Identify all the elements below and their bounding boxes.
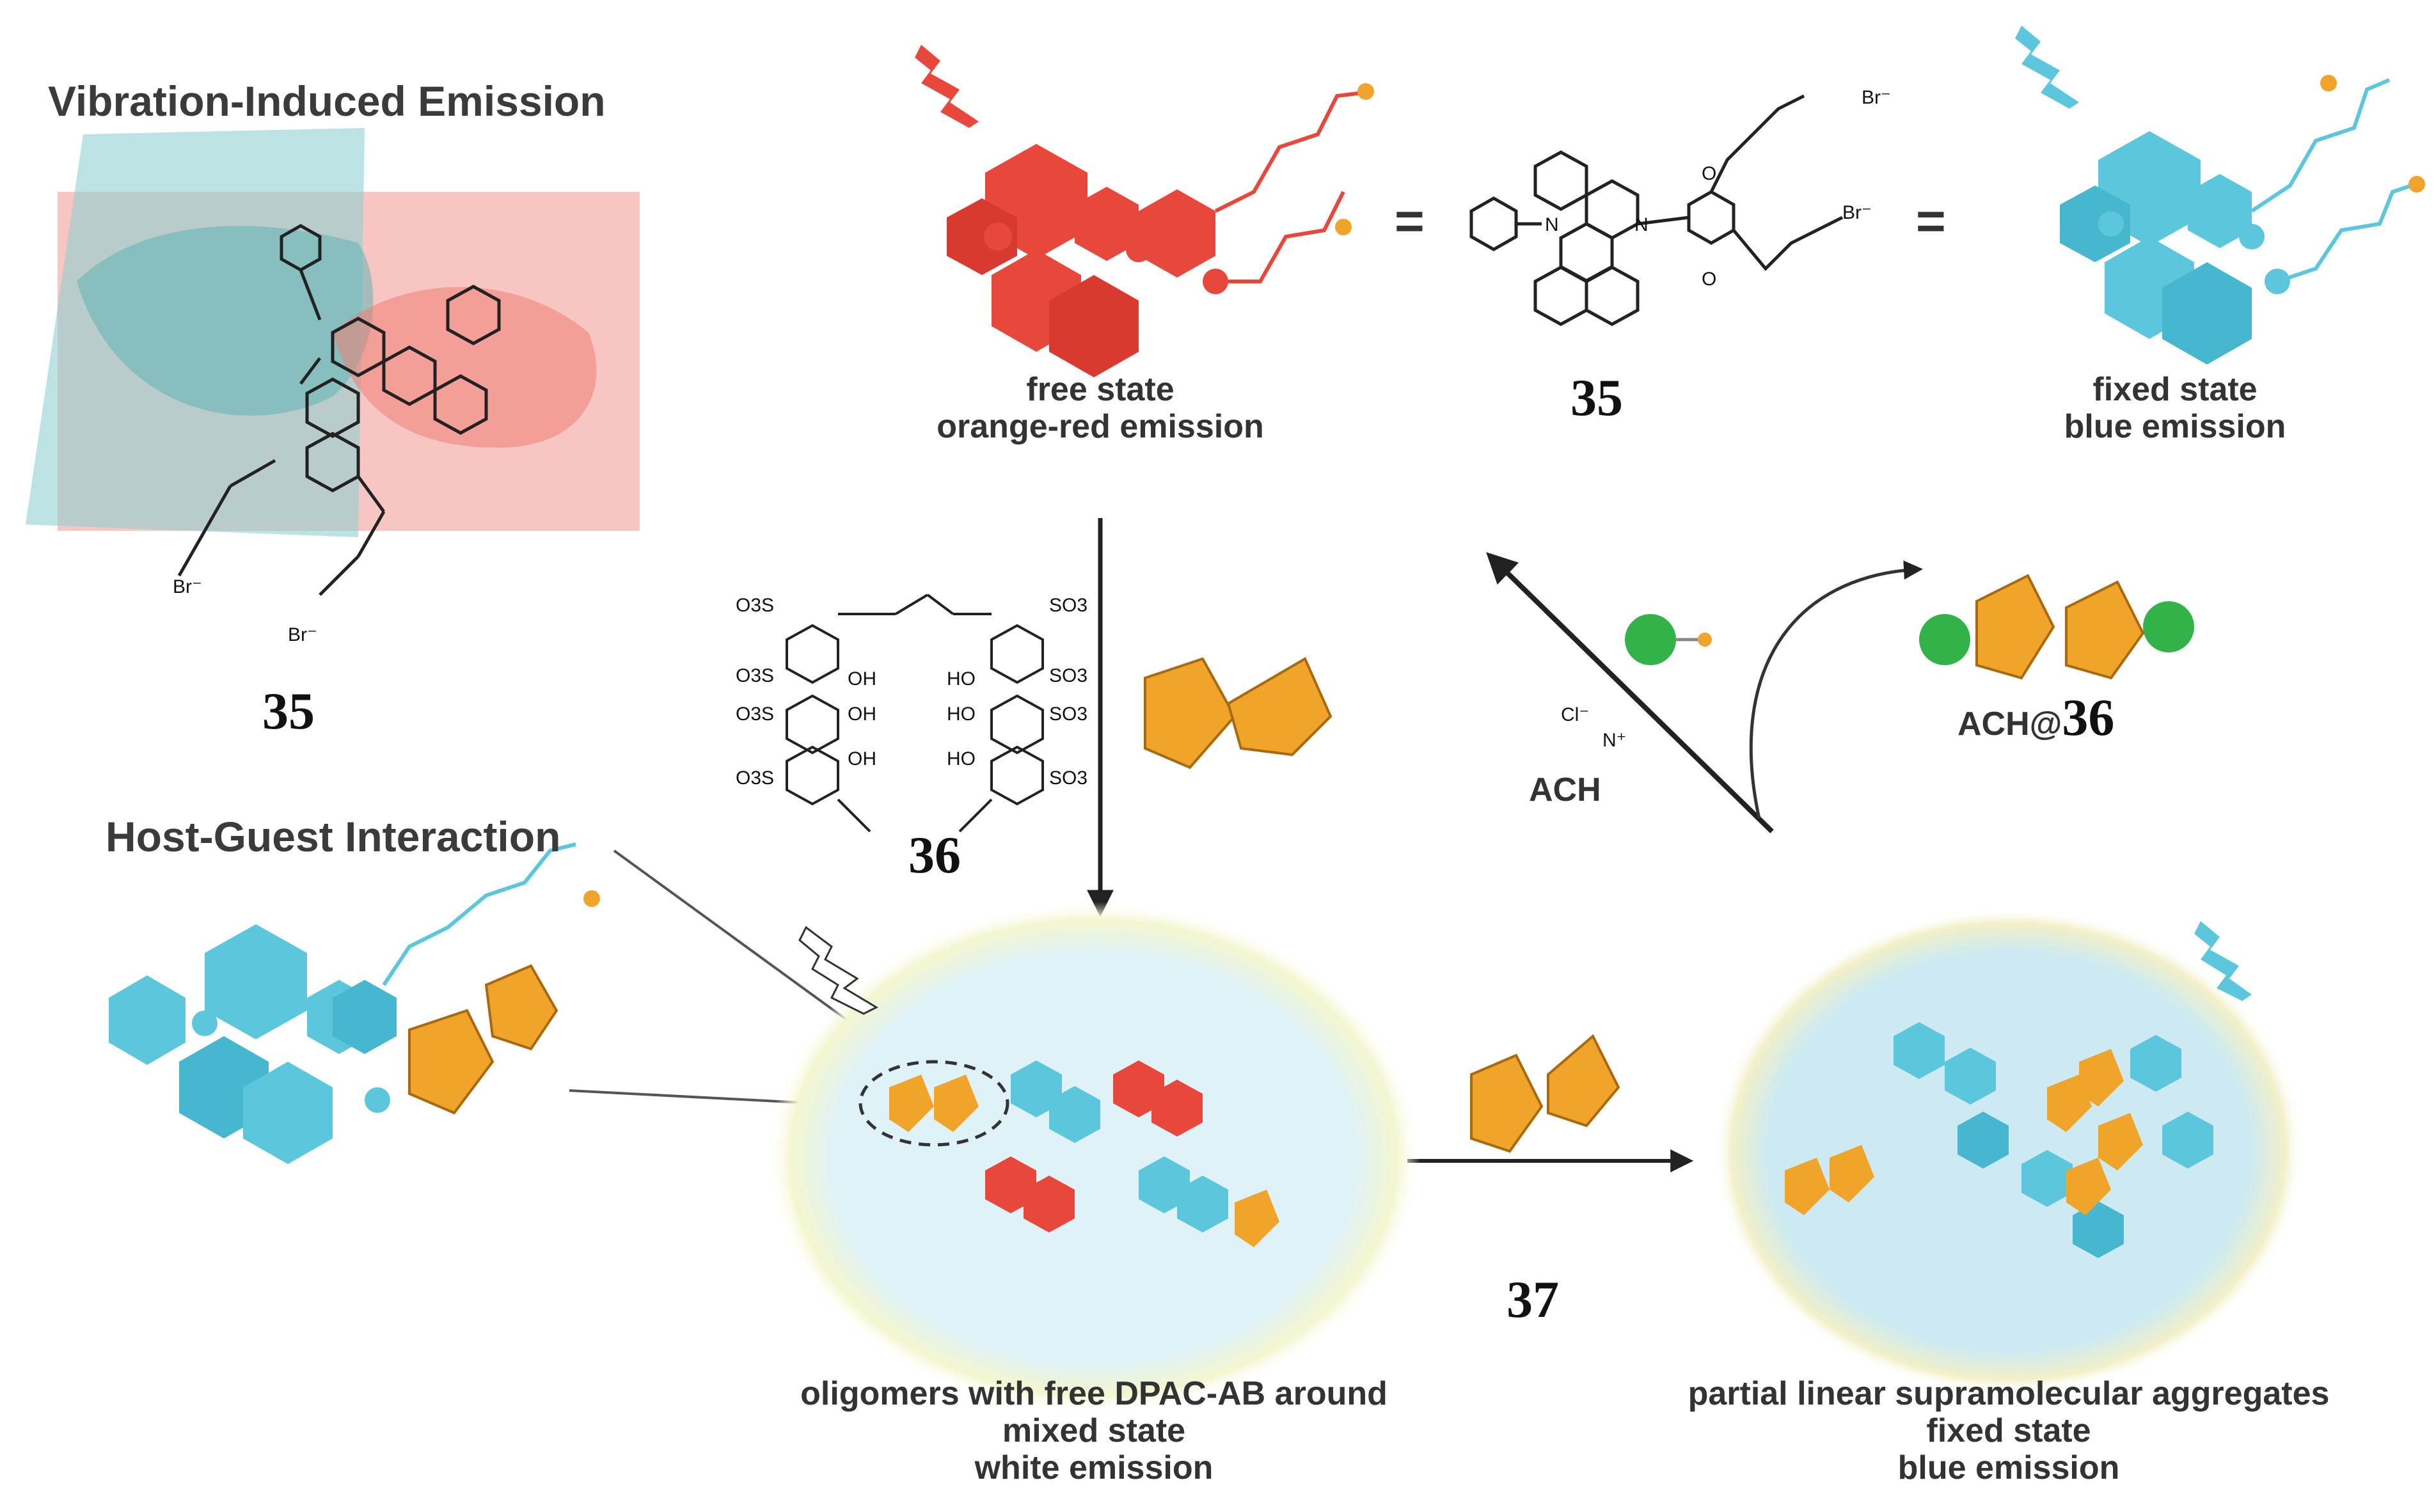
so3-right-3: SO3 xyxy=(1049,704,1088,725)
caption-free-state-line2: orange-red emission xyxy=(937,408,1264,445)
so3-left-3: O3S xyxy=(736,704,775,725)
aggregate-ellipse xyxy=(1714,908,2303,1394)
vie-molecule xyxy=(177,224,501,596)
caption-aggregate-state-line2: fixed state xyxy=(1926,1412,2091,1449)
so3-left-1: O3S xyxy=(736,595,775,616)
so3-left-2: O3S xyxy=(736,665,775,686)
caption-mixed-state-line2: mixed state xyxy=(1002,1412,1186,1449)
compound-35-left: 35 xyxy=(262,682,315,740)
so3-right-1: SO3 xyxy=(1049,595,1088,616)
ho-right-3: HO xyxy=(947,748,976,769)
nitrogen-center-1: N xyxy=(1545,214,1559,235)
caption-aggregate-state: partial linear supramolecular aggregates… xyxy=(1638,1375,2380,1486)
blue-bolt-icon-lower xyxy=(2194,921,2252,1001)
bromide-top: Br⁻ xyxy=(1862,87,1891,108)
teal-lobe xyxy=(77,226,374,416)
oh-left-3: OH xyxy=(848,748,876,769)
structure-36 xyxy=(786,594,1044,833)
ach-ammonium: N⁺ xyxy=(1602,730,1627,751)
so3-right-4: SO3 xyxy=(1049,768,1088,789)
equals-right: = xyxy=(1916,193,1946,249)
vie-panel xyxy=(26,128,640,596)
heading-vibration-induced-emission: Vibration-Induced Emission xyxy=(48,77,606,125)
oxygen-center-2: O xyxy=(1702,269,1717,290)
red-bolt-icon xyxy=(915,45,979,128)
caption-aggregate-state-line1: partial linear supramolecular aggregates xyxy=(1688,1375,2330,1412)
so3-left-4: O3S xyxy=(736,768,775,789)
oxygen-center-1: O xyxy=(1702,163,1717,184)
bromide-right: Br⁻ xyxy=(1842,202,1872,223)
arrow-back xyxy=(1486,552,1774,833)
bromide-left-2: Br⁻ xyxy=(288,624,317,645)
caption-fixed-state-line2: blue emission xyxy=(2064,408,2286,445)
bromide-left-1: Br⁻ xyxy=(173,576,202,597)
oh-left-2: OH xyxy=(848,704,876,725)
compound-36: 36 xyxy=(908,826,961,884)
structure-35-center xyxy=(1469,94,1844,326)
heading-host-guest-interaction: Host-Guest Interaction xyxy=(106,813,561,860)
caption-mixed-state-line1: oligomers with free DPAC-AB around xyxy=(800,1375,1388,1412)
mixed-state-ellipse xyxy=(768,902,1420,1414)
arrow-curve xyxy=(1749,560,1923,819)
compound-37: 37 xyxy=(1507,1270,1559,1328)
ach-guest xyxy=(1625,614,1712,665)
white-bolt-icon xyxy=(798,925,879,1015)
blue-bolt-icon xyxy=(2015,26,2079,109)
host-36-cones-lower xyxy=(1470,1034,1620,1153)
so3-right-2: SO3 xyxy=(1049,665,1088,686)
equals-left: = xyxy=(1395,193,1425,249)
host-guest-ring xyxy=(858,1060,1009,1147)
label-ach-complex: ACH@36 xyxy=(1957,688,2114,748)
ho-right-2: HO xyxy=(947,704,976,725)
label-ach: ACH xyxy=(1529,771,1601,808)
fixed-state-molecule xyxy=(2015,26,2425,365)
label-ach-complex-num: 36 xyxy=(2062,688,2115,746)
host-guest-molecule xyxy=(109,842,600,1164)
nitrogen-center-2: N xyxy=(1634,214,1649,235)
red-lobe xyxy=(333,287,597,448)
oh-left-1: OH xyxy=(848,668,876,689)
host-36-cones xyxy=(1144,657,1333,769)
caption-mixed-state-line3: white emission xyxy=(974,1449,1214,1486)
label-ach-complex-prefix: ACH@ xyxy=(1957,705,2062,743)
caption-fixed-state: fixed state blue emission xyxy=(1983,371,2367,445)
caption-free-state-line1: free state xyxy=(1026,371,1174,408)
caption-free-state: free state orange-red emission xyxy=(921,371,1279,445)
caption-mixed-state: oligomers with free DPAC-AB around mixed… xyxy=(755,1375,1433,1486)
caption-fixed-state-line1: fixed state xyxy=(2092,371,2258,408)
compound-35-center: 35 xyxy=(1570,368,1623,427)
ach-36-complex xyxy=(1919,574,2194,680)
caption-aggregate-state-line3: blue emission xyxy=(1897,1449,2120,1486)
ho-right-1: HO xyxy=(947,668,976,689)
ach-chloride: Cl⁻ xyxy=(1561,704,1590,725)
free-state-molecule xyxy=(915,45,1374,377)
